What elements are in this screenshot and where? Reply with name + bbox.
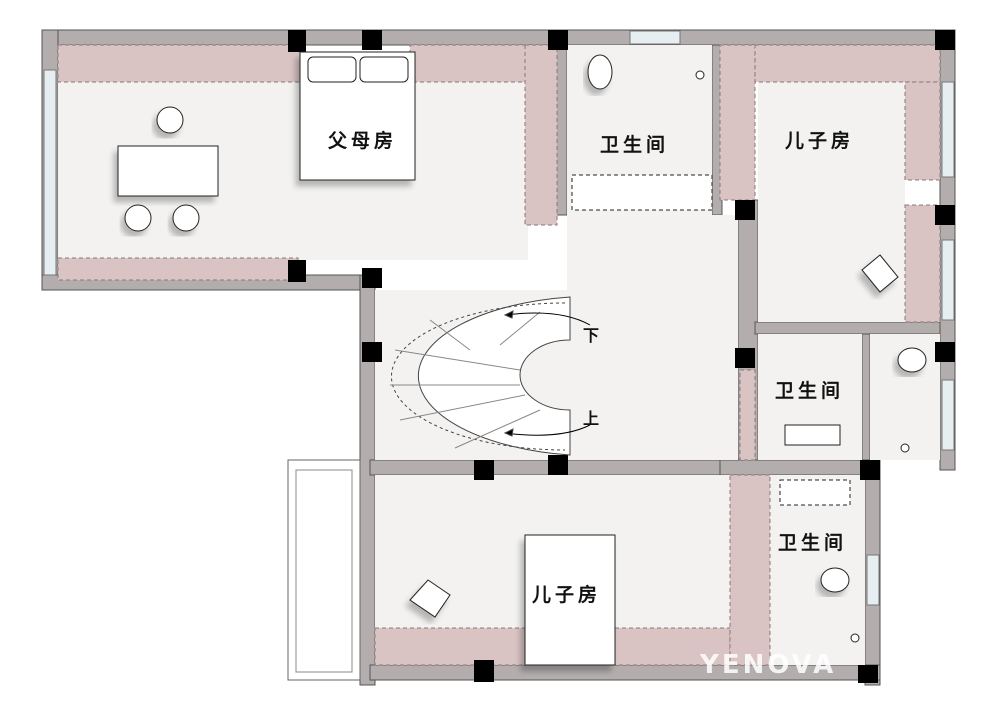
columns — [288, 30, 955, 683]
room-label-bathroom-2: 卫生间 — [775, 380, 845, 402]
stair-down-label: 下 — [583, 326, 600, 345]
room-label-son-2: 儿子房 — [532, 584, 602, 606]
spiral-stair — [390, 296, 591, 456]
room-label-bathroom-1: 卫生间 — [600, 134, 670, 156]
windows — [43, 30, 955, 606]
furniture — [117, 51, 927, 666]
closets — [57, 44, 941, 666]
room-label-bathroom-3: 卫生间 — [778, 532, 848, 554]
stair-up-label: 上 — [583, 409, 600, 428]
son-bed-2 — [524, 534, 616, 666]
dining-table — [117, 145, 219, 197]
watermark: YENOVA — [700, 650, 837, 680]
room-label-parents: 父母房 — [328, 130, 398, 152]
room-label-son-1: 儿子房 — [785, 130, 855, 152]
